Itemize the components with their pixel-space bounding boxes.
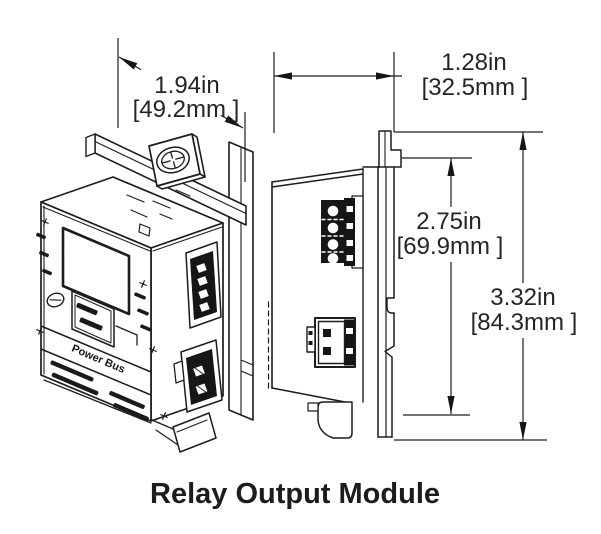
front-label-box — [71, 290, 138, 348]
dim-height-in: 3.32in — [490, 284, 555, 311]
side-bottom-latch — [307, 401, 353, 439]
arrowhead — [519, 132, 527, 150]
dim-depth-mm: [32.5mm ] — [422, 74, 529, 101]
arrowhead — [447, 158, 455, 176]
iso-backplate — [228, 141, 254, 421]
iso-front-face: Power Bus — [36, 218, 168, 421]
side-backplate — [362, 130, 402, 438]
iso-terminal-block-4pin — [185, 241, 222, 329]
micro-print-smudges — [36, 232, 152, 421]
side-terminal-block-2pin — [306, 317, 356, 368]
dim-width-in: 1.94in — [154, 72, 219, 99]
arrowhead — [447, 396, 455, 414]
dim-depth-in: 1.28in — [441, 49, 506, 76]
dim-width-mm: [49.2mm ] — [133, 96, 240, 123]
display-window — [61, 226, 131, 316]
dim-overall-height: 3.32in [84.3mm ] — [394, 131, 578, 441]
alignment-ticks — [36, 218, 168, 420]
arrowhead — [519, 422, 527, 440]
dim-rail-in: 2.75in — [416, 208, 481, 235]
side-terminal-block-4pin — [321, 195, 364, 269]
dim-width: 1.94in [49.2mm ] — [117, 38, 246, 182]
arrowhead — [119, 57, 138, 70]
dim-height-mm: [84.3mm ] — [471, 309, 578, 336]
screw-head-icon — [156, 146, 190, 174]
iso-screw-tab — [148, 133, 206, 190]
drawing-caption: Relay Output Module — [150, 478, 440, 510]
front-screw-icon — [46, 292, 65, 308]
arrowhead — [224, 115, 243, 128]
dim-rail-mm: [69.9mm ] — [397, 233, 504, 260]
dim-depth: 1.28in [32.5mm ] — [273, 49, 529, 133]
iso-terminal-block-relay — [173, 339, 223, 413]
dimensions: 1.94in [49.2mm ] 1.28in [32.5mm ] 2.75in… — [117, 38, 578, 441]
din-notch-lower — [384, 345, 395, 358]
isometric-view: Power Bus — [36, 133, 254, 453]
top-face-mark — [138, 223, 151, 237]
side-view — [267, 130, 402, 439]
din-notch-upper — [386, 297, 395, 314]
dim-rail-height: 2.75in [69.9mm ] — [397, 157, 504, 416]
arrowhead — [376, 72, 394, 80]
top-face-dashes — [126, 189, 191, 220]
iso-bottom-latch — [151, 412, 217, 453]
arrowhead — [274, 72, 292, 80]
